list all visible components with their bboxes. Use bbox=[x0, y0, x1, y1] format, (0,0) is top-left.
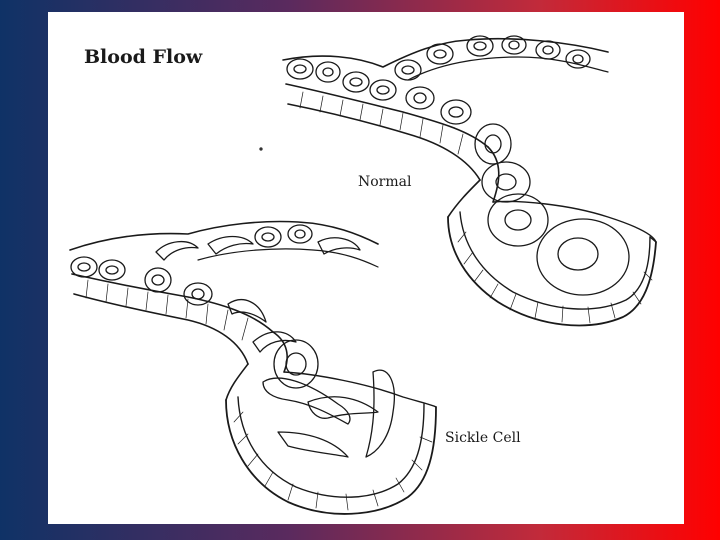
slide-title: Blood Flow bbox=[84, 46, 202, 68]
sickle-vessel bbox=[70, 222, 436, 514]
blood-flow-illustration bbox=[48, 12, 684, 524]
normal-blood-cells bbox=[287, 36, 629, 295]
slide-panel: Blood Flow Normal Sickle Cell bbox=[48, 12, 684, 524]
normal-vessel bbox=[283, 39, 656, 326]
normal-label: Normal bbox=[358, 174, 411, 190]
sickle-cell-label: Sickle Cell bbox=[445, 430, 521, 446]
